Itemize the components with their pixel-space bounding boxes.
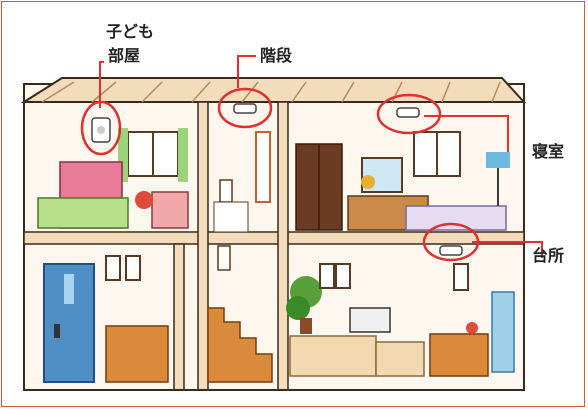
label-bedroom: 寝室 (532, 142, 565, 161)
entrance (43, 255, 169, 383)
callout-lines (99, 55, 543, 258)
stairs-upper (213, 131, 271, 233)
label-kids-room-line1: 子ども (106, 22, 155, 41)
smoke-detector-icon (439, 245, 463, 256)
bedroom (295, 131, 510, 231)
label-kitchen: 台所 (532, 246, 565, 265)
living-kitchen (286, 263, 515, 377)
label-kids-room-line2: 部屋 (108, 46, 141, 65)
smoke-detector-icon (233, 103, 257, 114)
stairs-lower (207, 245, 273, 383)
label-stairs: 階段 (260, 46, 293, 65)
callout-circles (80, 87, 480, 262)
smoke-detector-icon (91, 117, 111, 143)
smoke-detector-icon (396, 107, 420, 118)
kids-room (37, 128, 189, 229)
